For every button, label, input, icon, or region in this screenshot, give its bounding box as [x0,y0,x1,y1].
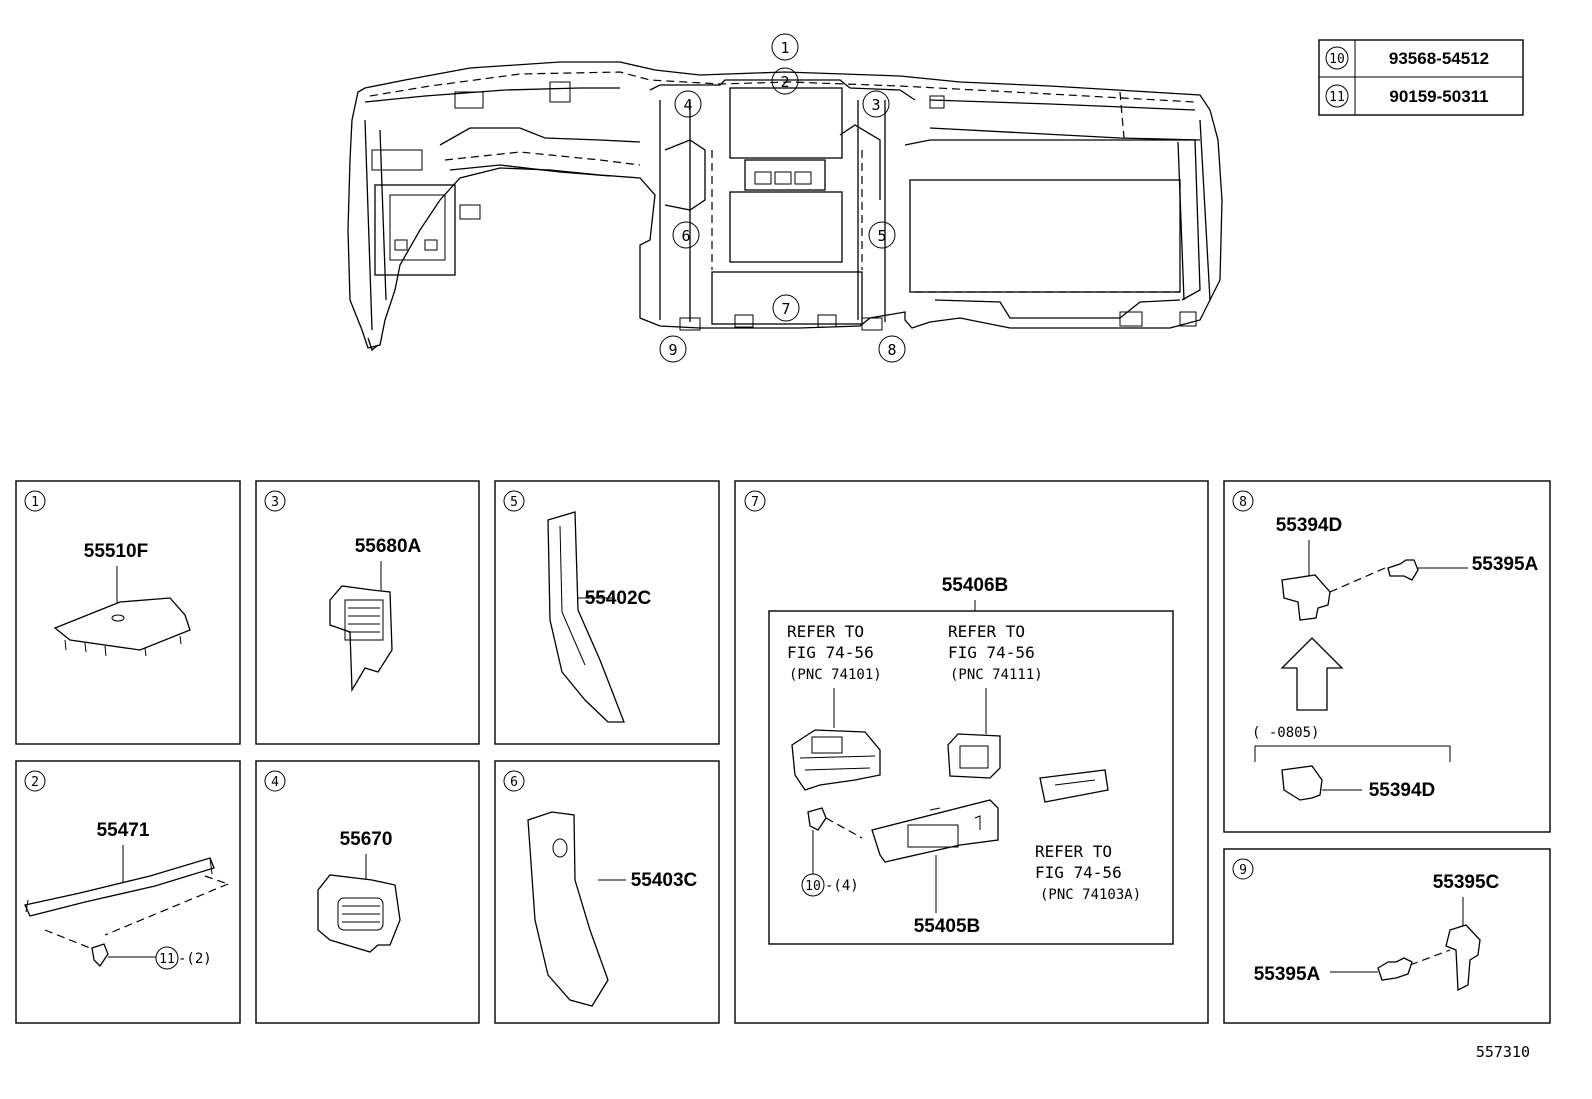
assembly-label: 55406B [942,575,1009,596]
svg-text:1: 1 [780,39,789,57]
screw-part [91,943,109,968]
legend-callout-circle [1325,84,1349,108]
overview-callout-5: 5 [868,221,896,249]
svg-text:2: 2 [780,73,789,91]
panel-1: 1 55510F [15,480,241,745]
panel-number: 7 [751,495,759,510]
panel-number: 5 [510,495,518,510]
fastener-qty: -(4) [825,878,859,894]
ref-a-line1: REFER TO [787,622,864,641]
sub-part-label: 55405B [914,916,981,937]
ref-a-line2: FIG 74-56 [787,643,874,662]
panel-number: 3 [271,495,279,510]
fastener-num: 11 [159,952,175,967]
figure-id: 557310 [1476,1043,1530,1061]
fastener-legend-table: 10 93568-54512 11 90159-50311 [1318,39,1524,116]
overview-callout-1: 1 [771,33,799,61]
panel-number: 1 [31,495,39,510]
svg-text:4: 4 [683,96,692,114]
ref-b-line1: REFER TO [948,622,1025,641]
overview-callout-9: 9 [659,335,687,363]
clip-part [1281,765,1323,801]
legend-num: 10 [1329,52,1345,67]
legend-num: 11 [1329,90,1345,105]
arrow-up-icon [1280,637,1344,711]
panel-8: 8 55394D 55395A ( -0805) 55394D [1223,480,1551,833]
svg-text:6: 6 [681,227,690,245]
panel-number: 2 [31,775,39,790]
panel-number: 8 [1239,495,1247,510]
ref-b-line2: FIG 74-56 [948,643,1035,662]
fastener-callout [155,946,179,970]
applicability-range: ( -0805) [1252,725,1319,741]
dashboard-overview-drawing: 1 2 3 4 5 6 7 8 [347,33,1223,363]
svg-text:8: 8 [887,341,896,359]
panel-5: 5 55402C [494,480,720,745]
panel-3: 3 55680A [255,480,480,745]
panel-9: 9 55395C 55395A [1223,848,1551,1024]
assembly-inner-box [768,610,1174,945]
fastener-num: 10 [805,879,821,894]
clip-part [1281,574,1331,621]
part-label: 55403C [631,870,698,891]
overview-callout-3: 3 [862,90,890,118]
overview-callout-2: 2 [771,67,799,95]
socket-part [947,733,1001,779]
legend-callout-circle [1325,46,1349,70]
cover-panel-part [53,597,191,651]
overview-callout-6: 6 [672,221,700,249]
svg-text:5: 5 [877,227,886,245]
side-trim-part [527,811,609,1007]
trim-strip-part [24,857,215,917]
part-label: 55670 [340,829,393,850]
svg-text:9: 9 [668,341,677,359]
part-label: 55471 [97,820,150,841]
screw-label: 55395A [1254,964,1321,985]
panel-number: 4 [271,775,279,790]
clip-part [1445,924,1481,992]
part-label-bottom: 55394D [1369,780,1436,801]
switch-module-part [791,729,881,791]
part-label-top: 55394D [1276,515,1343,536]
overview-callout-8: 8 [878,335,906,363]
svg-text:7: 7 [781,300,790,318]
panel-number: 6 [510,775,518,790]
ref-a-line3: (PNC 74101) [789,667,882,683]
panel-2: 2 55471 11 -(2) [15,760,241,1024]
panel-4: 4 55670 [255,760,480,1024]
bezel-part [871,799,999,863]
legend-part-number: 90159-50311 [1389,87,1488,106]
part-label: 55402C [585,588,652,609]
screw-part [1377,957,1413,981]
screw-label: 55395A [1472,554,1539,575]
overview-callout-7: 7 [772,294,800,322]
panel-7: 7 55406B REFER TO FIG 74-56 (PNC 74101) … [734,480,1209,1024]
part-label: 55395C [1433,872,1500,893]
ref-b-line3: (PNC 74111) [950,667,1043,683]
ref-c-line2: FIG 74-56 [1035,863,1122,882]
screw-part [1387,559,1419,581]
side-trim-part [547,511,625,723]
overview-callout-4: 4 [674,90,702,118]
panel-number: 9 [1239,863,1247,878]
part-label: 55510F [84,541,148,562]
screw-part [807,807,827,831]
panel-6: 6 55403C [494,760,720,1024]
panel-insert-part [1039,769,1109,803]
ref-c-line3: (PNC 74103A) [1040,887,1141,903]
fastener-callout [801,873,825,897]
legend-part-number: 93568-54512 [1389,49,1489,68]
ref-c-line1: REFER TO [1035,842,1112,861]
fastener-qty: -(2) [178,951,212,967]
svg-text:3: 3 [871,96,880,114]
part-label: 55680A [355,536,422,557]
